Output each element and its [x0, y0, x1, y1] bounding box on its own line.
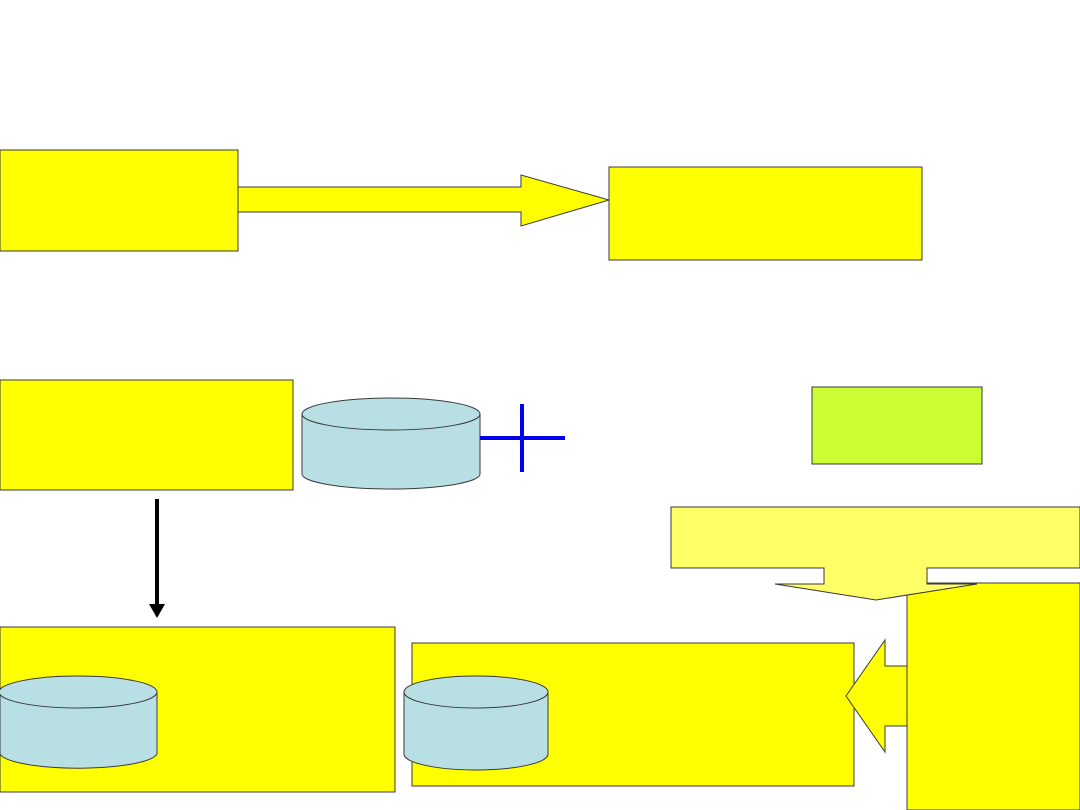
left-block-arrow	[845, 638, 908, 754]
middle-left-box	[0, 379, 294, 491]
bottom-middle-cylinder-top	[403, 675, 549, 709]
bottom-middle-cylinder	[403, 675, 549, 771]
middle-cylinder-top	[301, 397, 481, 431]
green-box	[811, 386, 983, 465]
plus-connector	[480, 404, 565, 472]
bottom-left-cylinder	[0, 675, 158, 769]
bottom-middle-cylinder-body	[403, 691, 549, 771]
middle-cylinder	[301, 397, 481, 490]
right-tall-box	[906, 582, 1080, 810]
bottom-left-cylinder-body	[0, 691, 158, 769]
down-arrow-head	[149, 604, 165, 618]
top-left-box	[0, 149, 239, 252]
down-thin-arrow	[149, 499, 165, 618]
top-right-box	[608, 166, 923, 261]
top-right-arrow	[237, 174, 611, 227]
pale-down-arrow	[670, 506, 1080, 601]
middle-cylinder-body	[301, 413, 481, 490]
bottom-left-cylinder-top	[0, 675, 158, 709]
